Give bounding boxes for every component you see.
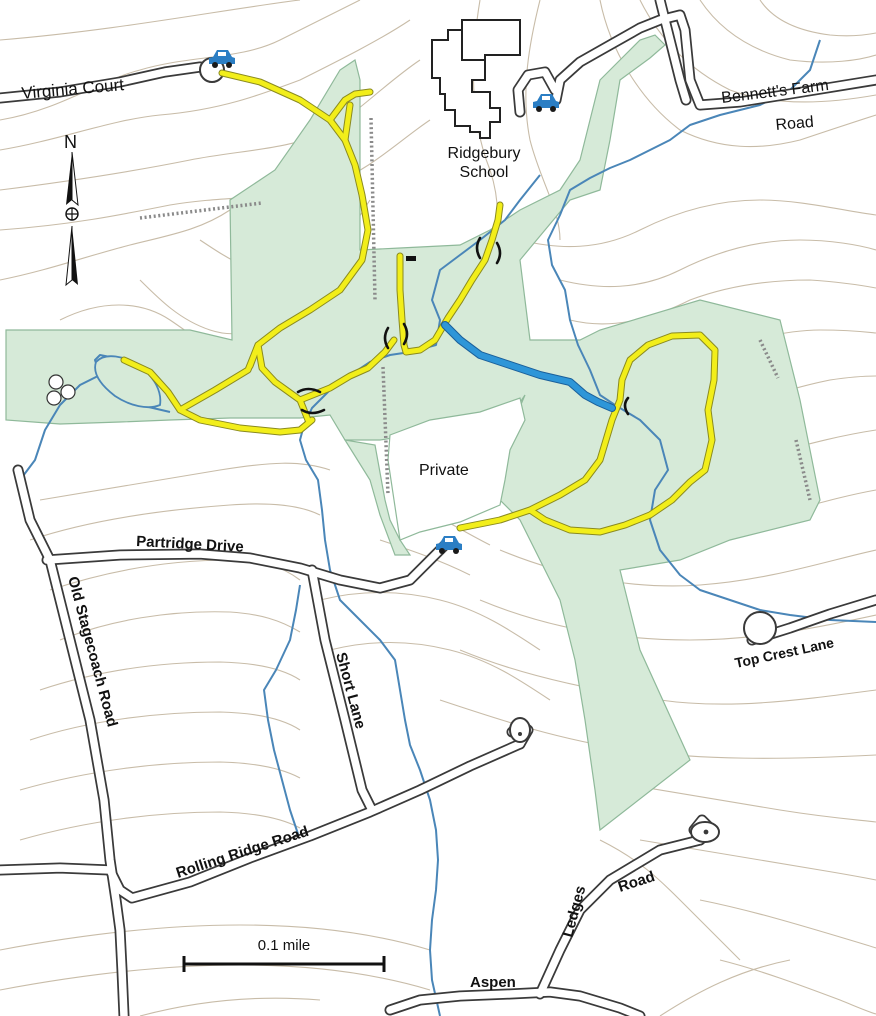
car-icon <box>533 94 559 112</box>
north-arrow-icon: N <box>64 132 79 287</box>
bridge-icon <box>623 396 630 416</box>
school-label-line1: Ridgebury <box>448 145 521 162</box>
bridge-icon <box>475 236 502 265</box>
boulder-icon <box>46 374 76 406</box>
road-label-partridge-drive: Partridge Drive <box>136 533 244 556</box>
road-label-bennetts-farm: Bennett's Farm <box>720 77 829 107</box>
private-parcel <box>387 397 526 541</box>
cul-de-sac <box>743 611 777 645</box>
scale-bar: 0.1 mile <box>182 937 386 972</box>
car-icon <box>209 50 235 68</box>
car-icon <box>436 536 462 554</box>
road-label-rolling-ridge: Rolling Ridge Road <box>174 823 311 882</box>
bridge-icon <box>296 387 326 415</box>
stone-walls <box>139 117 812 501</box>
streams <box>19 39 876 1016</box>
private-label: Private <box>419 462 469 479</box>
parking-icons <box>209 50 559 554</box>
trail-end-marker <box>406 256 416 261</box>
road-label-bennetts-farm-road: Road <box>775 114 815 134</box>
bridge-icon <box>383 322 409 350</box>
school-building <box>431 19 521 139</box>
school-label-line2: School <box>460 164 509 181</box>
blue-trail <box>441 321 616 412</box>
north-label: N <box>64 132 77 152</box>
scale-bar-label: 0.1 mile <box>258 937 311 954</box>
road-label-virginia-court: Virginia Court <box>21 75 125 103</box>
trails <box>120 69 719 536</box>
bridges <box>296 236 630 416</box>
cul-de-sac <box>509 717 531 743</box>
yellow-trail <box>121 70 718 535</box>
road-label-aspen: Aspen <box>470 974 516 991</box>
